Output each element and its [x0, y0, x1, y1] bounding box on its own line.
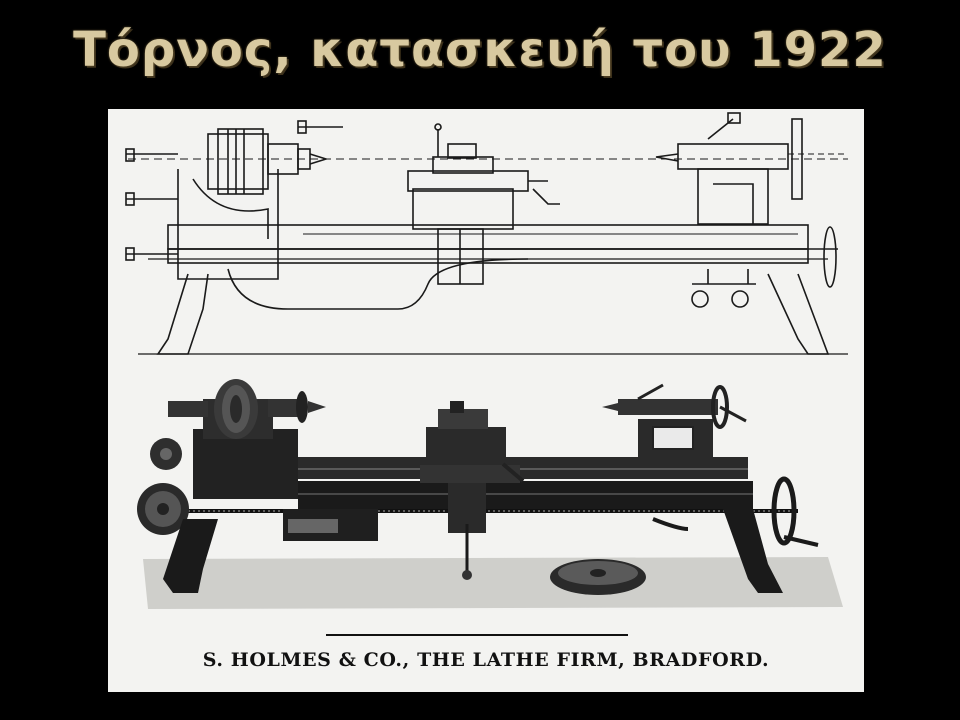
image-caption: S. HOLMES & CO., THE LATHE FIRM, BRADFOR… — [202, 649, 770, 671]
lathe-engraving — [137, 379, 843, 636]
lathe-line-drawing — [125, 112, 848, 355]
slide-title: Τόρνος, κατασκευή του 1922 — [73, 22, 887, 78]
lathe-advertisement-image: S. HOLMES & CO., THE LATHE FIRM, BRADFOR… — [108, 109, 864, 692]
